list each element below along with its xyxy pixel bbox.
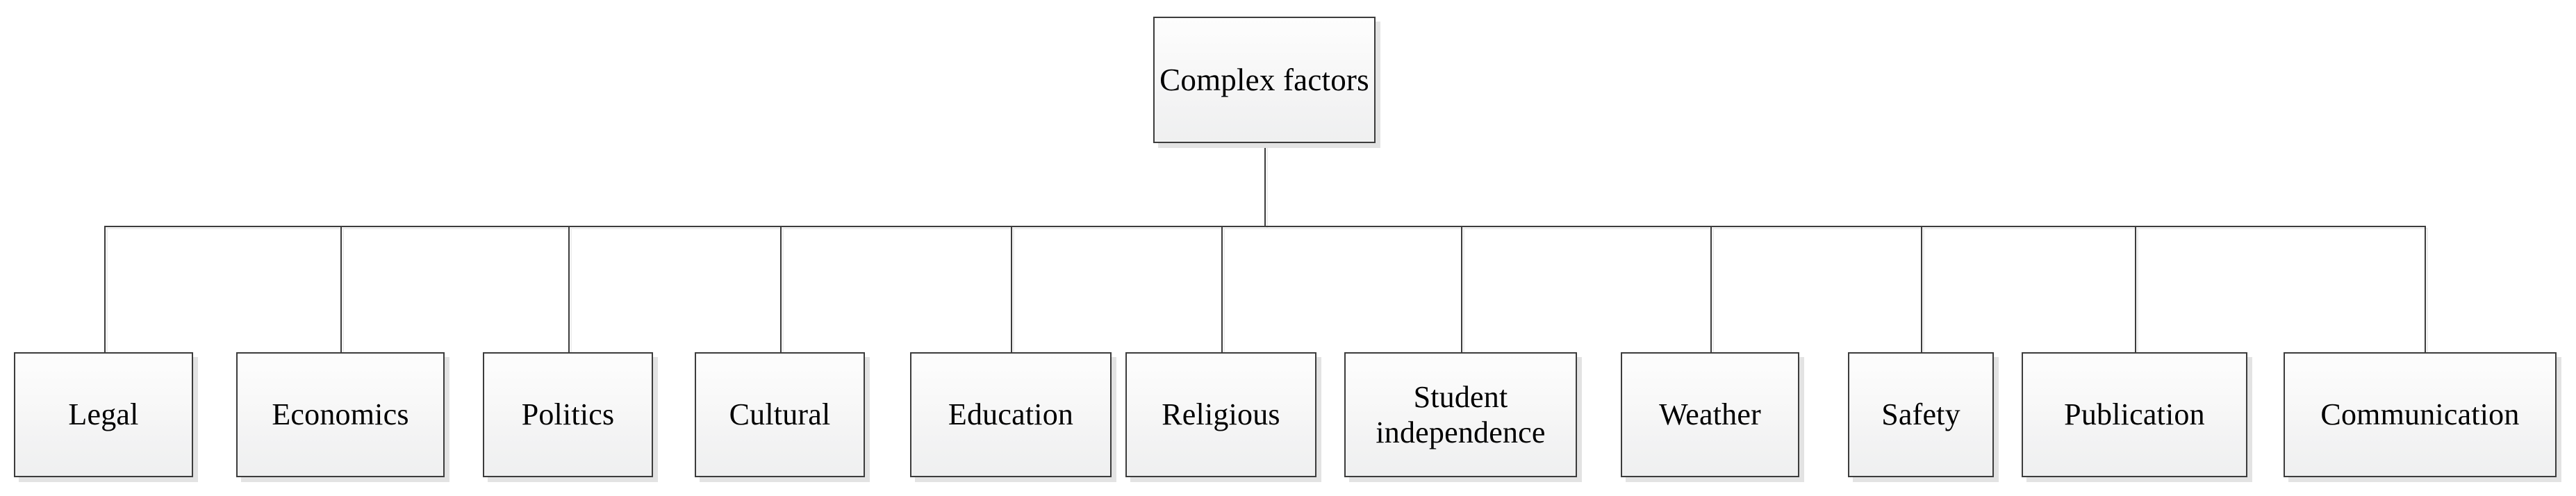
connector-line-vertical xyxy=(1264,143,1266,227)
connector-line-shadow xyxy=(106,228,108,354)
node-child-politics[interactable]: Politics xyxy=(483,352,653,477)
node-child-label: Cultural xyxy=(729,397,831,432)
node-child-education[interactable]: Education xyxy=(910,352,1112,477)
connector-line-shadow xyxy=(1013,228,1014,354)
connector-line-vertical xyxy=(1921,226,1922,352)
node-child-publication[interactable]: Publication xyxy=(2022,352,2247,477)
node-child-communication[interactable]: Communication xyxy=(2284,352,2557,477)
connector-line-shadow xyxy=(1463,228,1464,354)
node-child-label: Safety xyxy=(1881,397,1960,432)
node-child-label: Economics xyxy=(272,397,409,432)
node-child-safety[interactable]: Safety xyxy=(1848,352,1994,477)
node-child-label: Student independence xyxy=(1376,379,1546,449)
connector-line-vertical xyxy=(104,226,106,352)
connector-line-shadow xyxy=(1266,145,1268,228)
connector-line-vertical xyxy=(780,226,782,352)
node-child-label: Weather xyxy=(1659,397,1761,432)
node-child-legal[interactable]: Legal xyxy=(14,352,193,477)
connector-line-shadow xyxy=(2427,228,2428,354)
node-child-label: Legal xyxy=(68,397,139,432)
connector-line-shadow xyxy=(106,228,2427,229)
node-child-label: Politics xyxy=(521,397,615,432)
node-root-complex-factors[interactable]: Complex factors xyxy=(1153,17,1376,143)
node-child-weather[interactable]: Weather xyxy=(1621,352,1799,477)
connector-line-vertical xyxy=(1710,226,1712,352)
node-child-religious[interactable]: Religious xyxy=(1125,352,1316,477)
connector-line-shadow xyxy=(1923,228,1924,354)
connector-line-vertical xyxy=(2425,226,2426,352)
node-root-label: Complex factors xyxy=(1159,62,1369,97)
node-child-student-independence[interactable]: Student independence xyxy=(1344,352,1577,477)
node-child-label: Communication xyxy=(2320,397,2520,432)
connector-line-vertical xyxy=(1011,226,1012,352)
connector-line-vertical xyxy=(2135,226,2136,352)
node-child-cultural[interactable]: Cultural xyxy=(695,352,865,477)
connector-line-shadow xyxy=(1712,228,1714,354)
connector-line-vertical xyxy=(1221,226,1223,352)
connector-line-vertical xyxy=(568,226,570,352)
node-child-label: Education xyxy=(948,397,1074,432)
connector-line-shadow xyxy=(2137,228,2138,354)
node-child-label: Publication xyxy=(2064,397,2205,432)
connector-line-shadow xyxy=(1223,228,1225,354)
connector-line-horizontal xyxy=(104,226,2426,227)
connector-line-vertical xyxy=(340,226,342,352)
connector-line-shadow xyxy=(782,228,784,354)
connector-line-vertical xyxy=(1461,226,1462,352)
node-child-label: Religious xyxy=(1162,397,1280,432)
connector-line-shadow xyxy=(342,228,344,354)
node-child-economics[interactable]: Economics xyxy=(236,352,445,477)
connector-line-shadow xyxy=(570,228,572,354)
